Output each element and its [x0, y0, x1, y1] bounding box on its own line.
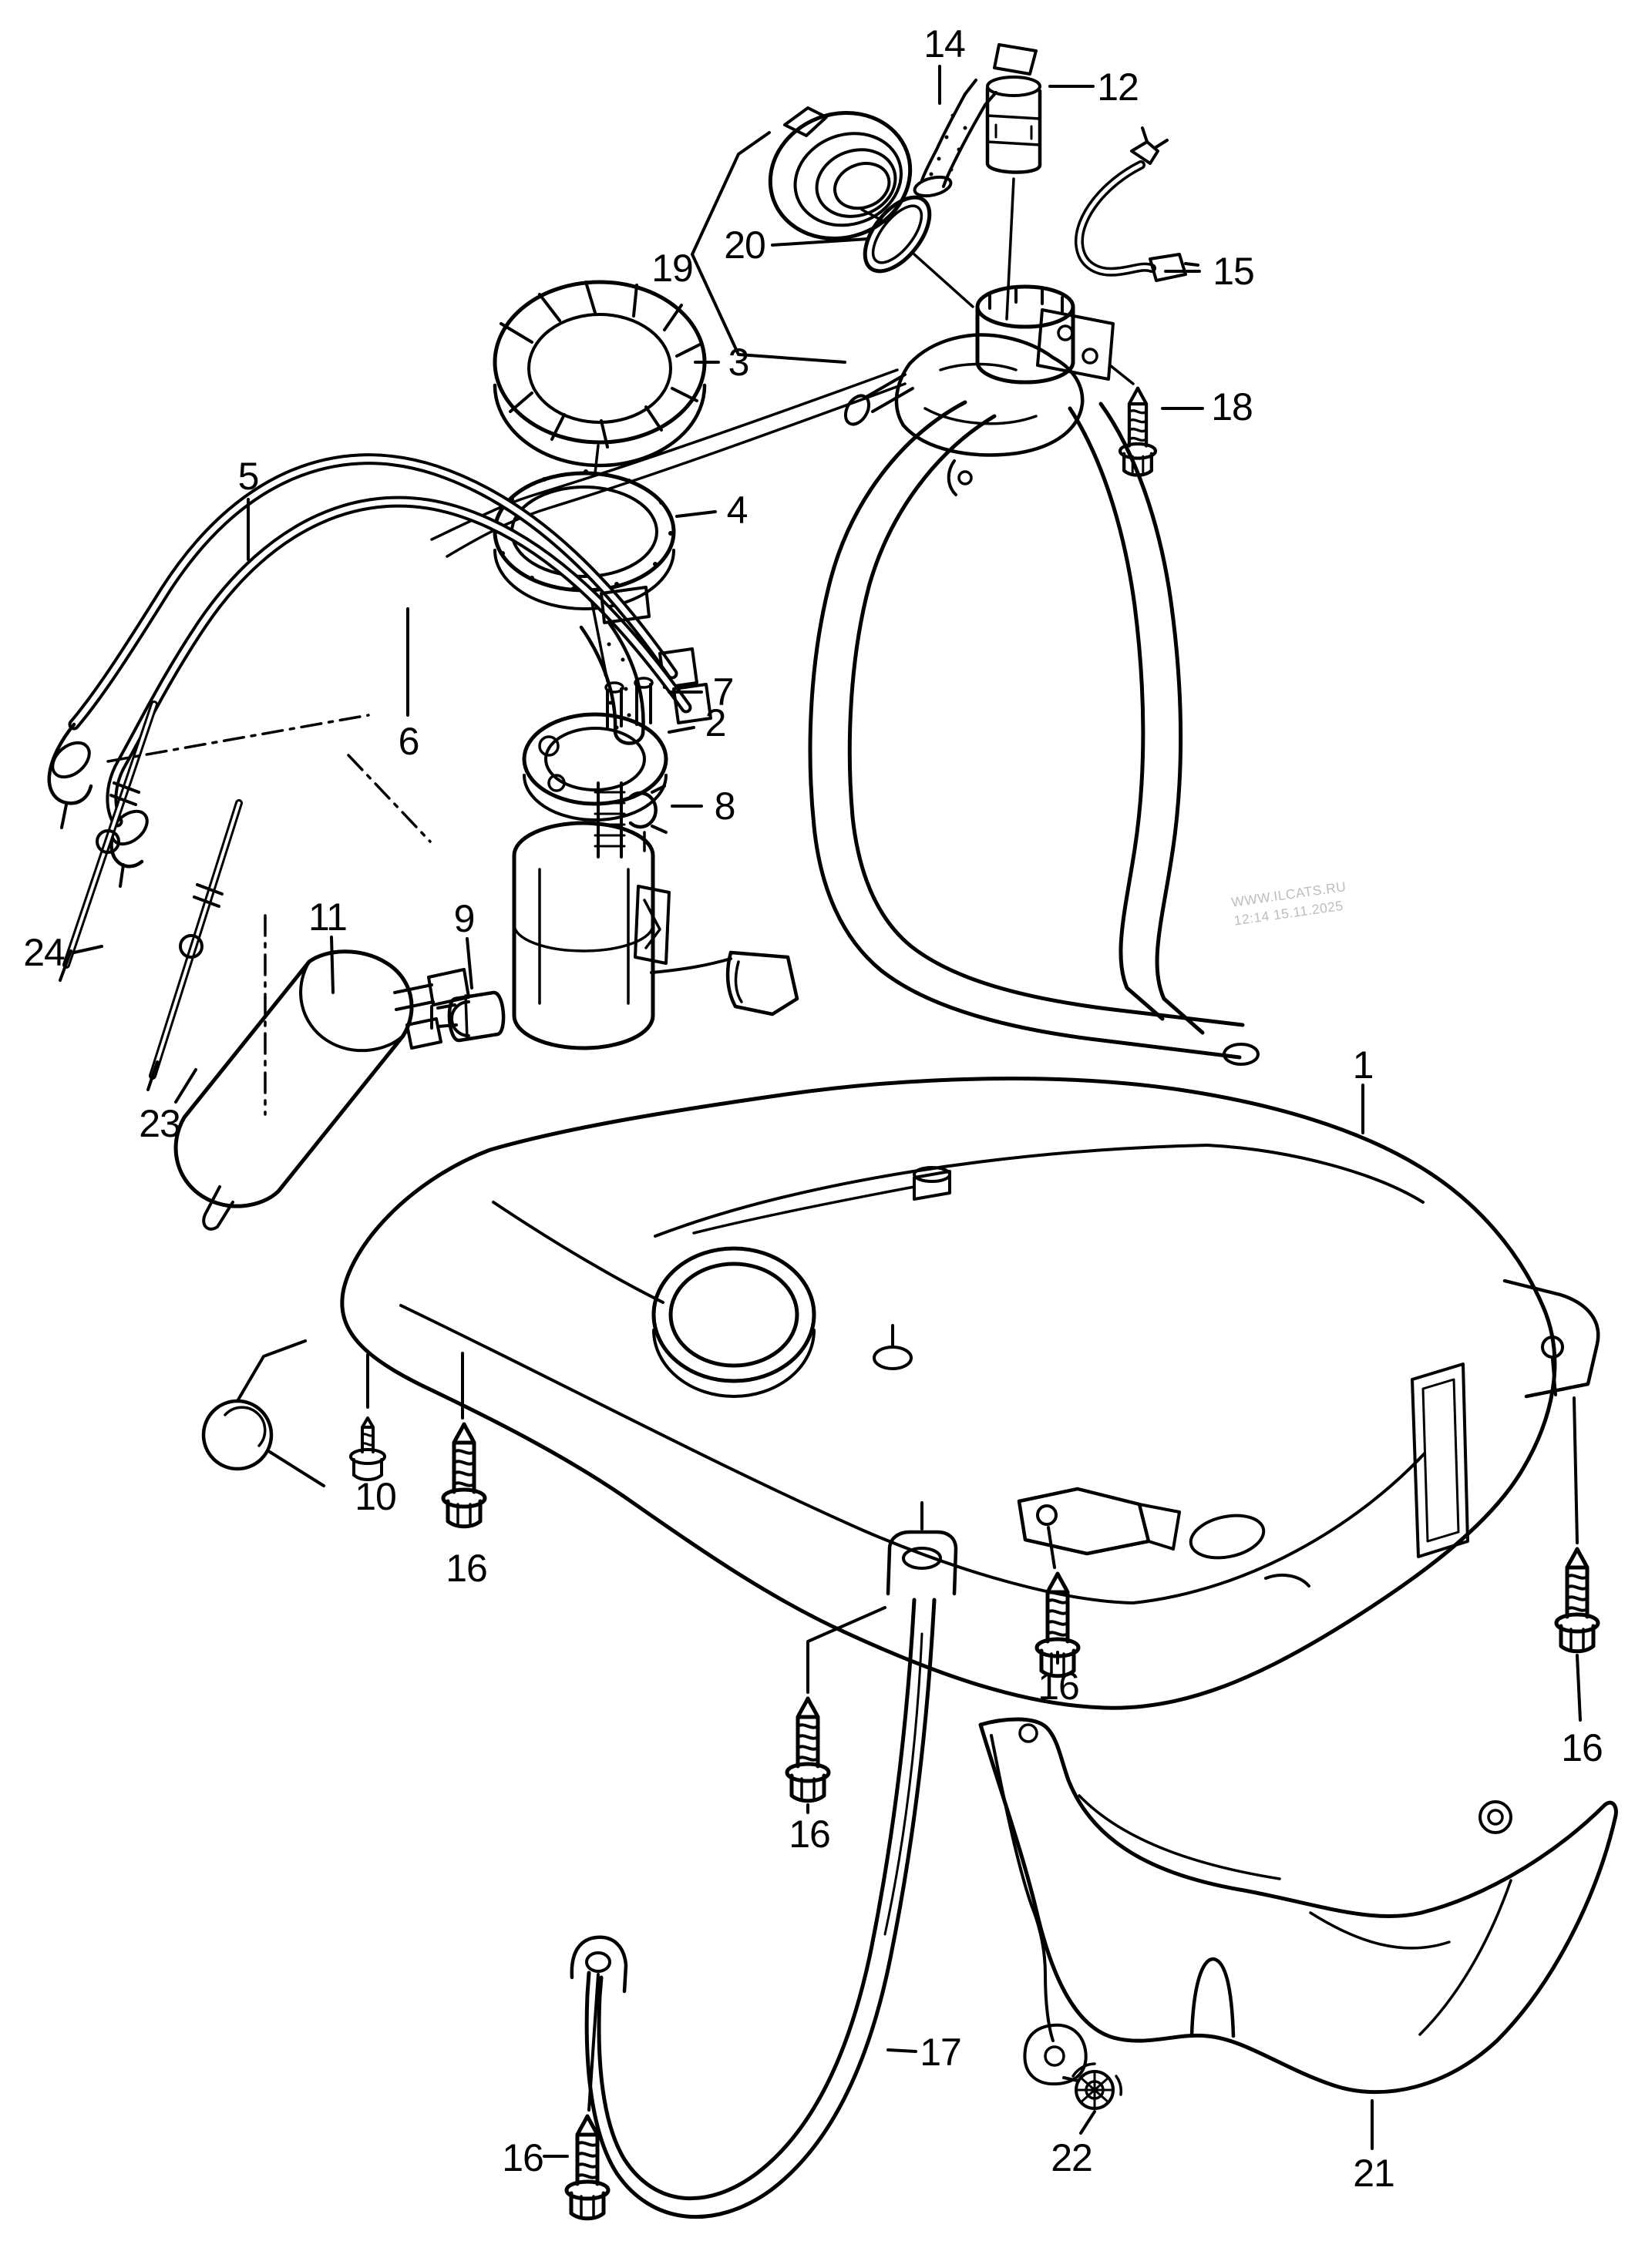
- screw-16-left: [443, 1424, 485, 1527]
- screw-18: [1120, 388, 1156, 475]
- fuel-pipe-24: [59, 701, 158, 982]
- callout-part-16-strap-top: 16: [789, 1813, 831, 1856]
- callout-part-19: 19: [651, 247, 694, 290]
- fuel-cap: [768, 106, 913, 240]
- fuel-delivery-unit: [512, 677, 799, 1050]
- callout-part-1: 1: [1352, 1043, 1374, 1087]
- locking-ring: [493, 280, 707, 475]
- vent-hose: [579, 586, 651, 745]
- screw-16-strap-bottom: [567, 2116, 608, 2219]
- construction-lines: [106, 714, 432, 1116]
- callout-part-4: 4: [726, 489, 748, 532]
- callout-part-12: 12: [1097, 66, 1139, 109]
- cap-seal-ring: [863, 195, 974, 308]
- callout-part-21: 21: [1353, 2152, 1395, 2195]
- speed-nut: [1071, 2062, 1123, 2110]
- heat-shield: [978, 1717, 1618, 2095]
- callout-part-15: 15: [1213, 250, 1255, 293]
- screw-10: [349, 1416, 386, 1481]
- fuel-filter: [173, 949, 470, 1231]
- hose-end-connector-a: [47, 722, 93, 829]
- callout-part-6: 6: [398, 720, 420, 763]
- callout-part-3: 3: [728, 341, 750, 384]
- callout-part-17: 17: [920, 2031, 962, 2074]
- tensioning-strap: [570, 1530, 958, 2219]
- callout-part-7: 7: [712, 670, 735, 714]
- callout-part-18: 18: [1211, 385, 1253, 428]
- callout-part-16-right: 16: [1561, 1726, 1603, 1769]
- fuel-pipe-23: [146, 799, 243, 1091]
- screw-16-strap-top: [787, 1698, 829, 1801]
- fuel-tank: [201, 1077, 1600, 1710]
- callout-part-22: 22: [1051, 2136, 1093, 2179]
- elbow-speckles: [929, 113, 967, 176]
- callout-part-5: 5: [237, 455, 260, 498]
- breather-valve: [985, 43, 1042, 321]
- callout-part-2: 2: [705, 701, 727, 744]
- callout-part-9: 9: [453, 897, 476, 940]
- callout-part-16-bottom-center: 16: [1038, 1665, 1080, 1708]
- screw-16-right: [1556, 1549, 1598, 1651]
- hose-clamp: [628, 785, 668, 852]
- ground-wire: [1074, 126, 1199, 282]
- fuel-hose-return: [106, 496, 712, 828]
- vent-hose-speckles: [604, 642, 631, 730]
- check-valve: [430, 990, 506, 1043]
- leader-lines: [72, 65, 1582, 2158]
- callout-part-20: 20: [724, 223, 766, 267]
- callout-part-8: 8: [714, 785, 736, 828]
- callout-part-11: 11: [308, 895, 348, 939]
- callout-part-16-left: 16: [446, 1547, 488, 1590]
- callout-part-24: 24: [23, 931, 66, 974]
- callout-part-16-strap-bottom: 16: [502, 2136, 544, 2179]
- vent-elbow: [913, 79, 997, 198]
- callout-part-10: 10: [355, 1475, 397, 1518]
- callout-part-23: 23: [139, 1102, 181, 1145]
- callout-part-14: 14: [923, 22, 966, 66]
